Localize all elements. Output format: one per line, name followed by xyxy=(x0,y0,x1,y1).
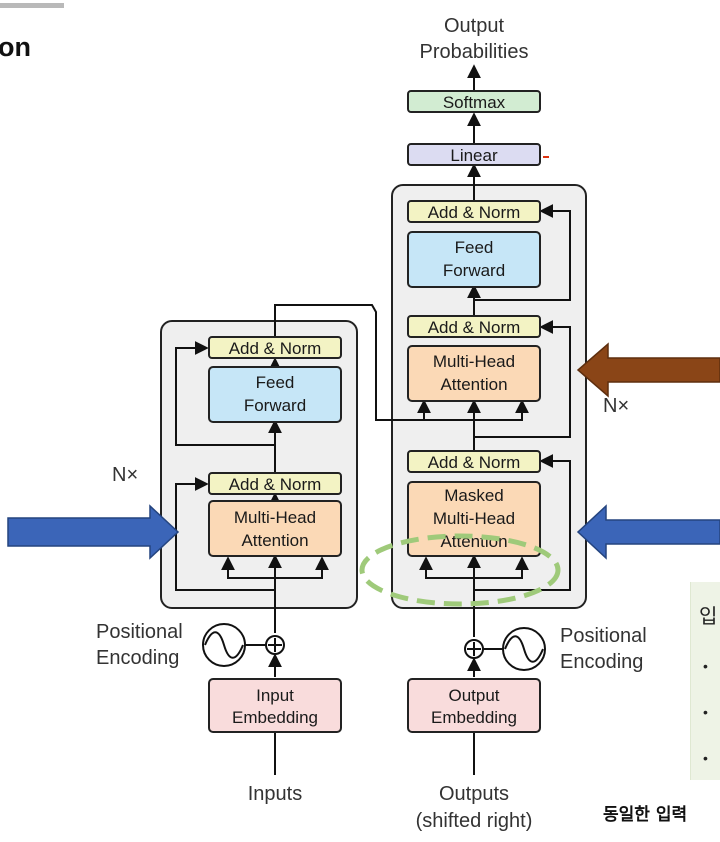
decoder-embedding-block xyxy=(407,678,541,733)
decoder-masked-attention-line-2: Multi-Head xyxy=(433,509,515,528)
encoder-sine-wave xyxy=(204,631,244,659)
output-label-line-2: Probabilities xyxy=(420,41,529,63)
encoder-residual-2 xyxy=(175,341,275,446)
encoder-feed-forward-line-1: Feed xyxy=(256,373,295,392)
decoder-masked-input-fork xyxy=(419,556,474,579)
decoder-embedding-line-1: Output xyxy=(448,686,499,705)
note-panel: 입 • • • xyxy=(690,582,720,780)
red-dash-mark xyxy=(543,156,549,158)
encoder-attention-line-1: Multi-Head xyxy=(234,508,316,527)
footer-caption: 동일한 입력 xyxy=(603,805,688,825)
decoder-feed-forward-line-2: Forward xyxy=(443,261,505,280)
output-label-line-1: Output xyxy=(444,15,504,37)
encoder-embedding-block xyxy=(208,678,342,733)
inputs-label: Inputs xyxy=(248,783,302,805)
encoder-add-norm-top-label: Add & Norm xyxy=(229,339,322,358)
linear-block xyxy=(407,143,541,166)
decoder-sine-wave xyxy=(504,635,544,663)
highlight-ellipse xyxy=(359,533,561,607)
decoder-residual-3 xyxy=(474,204,571,301)
encoder-attention-line-2: Attention xyxy=(241,531,308,550)
encoder-add-norm-top xyxy=(208,336,342,359)
note-bullet-2: • xyxy=(703,704,708,720)
softmax-label: Softmax xyxy=(443,93,506,112)
decoder-add-norm-bottom-label: Add & Norm xyxy=(428,453,521,472)
encoder-add-norm-bottom-label: Add & Norm xyxy=(229,475,322,494)
note-bullet-3: • xyxy=(703,750,708,766)
encoder-pe-label-line-2: Encoding xyxy=(96,647,179,669)
linear-label: Linear xyxy=(450,146,498,165)
outputs-label-line-1: Outputs xyxy=(439,783,509,805)
encoder-pe-label-line-1: Positional xyxy=(96,621,183,643)
encoder-feed-forward-block xyxy=(208,366,342,423)
decoder-masked-attention-line-1: Masked xyxy=(444,486,504,505)
note-bullet-1: • xyxy=(703,658,708,674)
decoder-embedding-line-2: Embedding xyxy=(431,708,517,727)
decoder-add-norm-top xyxy=(407,200,541,223)
decoder-pe-label-line-1: Positional xyxy=(560,625,647,647)
blue-arrow-left xyxy=(7,504,180,560)
decoder-masked-input-fork-2 xyxy=(474,556,529,579)
encoder-residual-1 xyxy=(175,477,275,591)
decoder-cross-attention-line-1: Multi-Head xyxy=(433,352,515,371)
encoder-sum-plus xyxy=(268,638,282,652)
decoder-sum-plus xyxy=(467,642,481,656)
encoder-embedding-line-2: Embedding xyxy=(232,708,318,727)
top-rule xyxy=(0,3,64,8)
encoder-repeat-label: N× xyxy=(112,464,138,486)
decoder-query-connection xyxy=(473,399,529,473)
blue-arrow-right xyxy=(576,504,720,560)
decoder-add-norm-mid xyxy=(407,315,541,338)
note-title-fragment: 입 xyxy=(699,606,718,628)
encoder-attention-input-fork-2 xyxy=(275,556,329,579)
encoder-attention-input-fork xyxy=(221,556,275,579)
decoder-cross-attention-block xyxy=(407,345,541,402)
decoder-add-norm-top-label: Add & Norm xyxy=(428,203,521,222)
decoder-add-norm-bottom xyxy=(407,450,541,473)
encoder-add-norm-bottom xyxy=(208,472,342,495)
encoder-embedding-line-1: Input xyxy=(256,686,294,705)
decoder-residual-2 xyxy=(474,320,571,438)
brown-arrow-right xyxy=(576,342,720,398)
encoder-feed-forward-line-2: Forward xyxy=(244,396,306,415)
encoder-attention-block xyxy=(208,500,342,557)
decoder-add-norm-mid-label: Add & Norm xyxy=(428,318,521,337)
decoder-repeat-label: N× xyxy=(603,395,629,417)
slide-title-fragment: on xyxy=(0,32,31,62)
decoder-feed-forward-block xyxy=(407,231,541,288)
decoder-feed-forward-line-1: Feed xyxy=(455,238,494,257)
decoder-pe-label-line-2: Encoding xyxy=(560,651,643,673)
softmax-block xyxy=(407,90,541,113)
decoder-masked-attention-line-3: Attention xyxy=(440,532,507,551)
decoder-residual-1 xyxy=(474,454,571,591)
decoder-cross-attention-line-2: Attention xyxy=(440,375,507,394)
outputs-label-line-2: (shifted right) xyxy=(416,810,533,832)
encoder-stack-panel xyxy=(160,320,358,609)
